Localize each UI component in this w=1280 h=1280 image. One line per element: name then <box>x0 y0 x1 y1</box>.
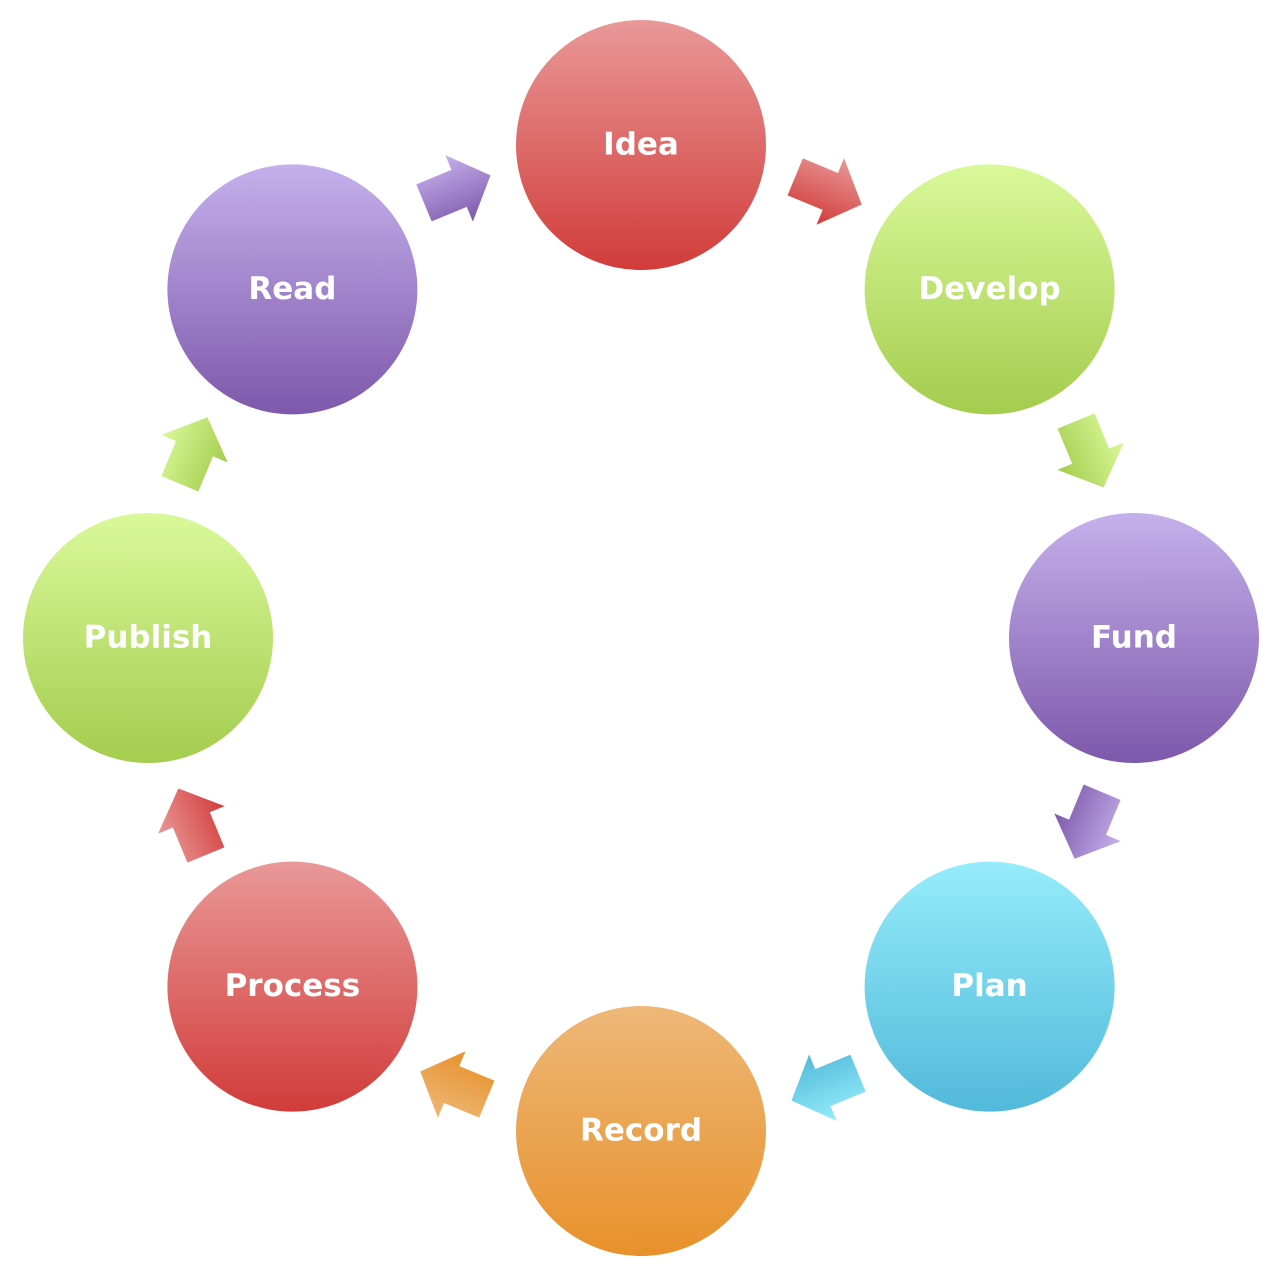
arrow-idea-to-develop-icon <box>787 158 862 225</box>
node-circle <box>864 164 1115 415</box>
arrow-read-to-idea-icon <box>416 155 491 222</box>
node-label: Publish <box>84 620 213 656</box>
cycle-node-process: Process <box>167 861 418 1112</box>
node-label: Record <box>580 1113 702 1149</box>
node-label: Fund <box>1091 620 1177 656</box>
arrow-publish-to-read-icon <box>161 417 228 492</box>
node-circle <box>167 861 418 1112</box>
node-label: Develop <box>919 271 1061 307</box>
cycle-node-develop: Develop <box>864 164 1115 415</box>
node-circle <box>864 861 1115 1112</box>
node-circle <box>516 1006 766 1256</box>
node-circle <box>1009 513 1259 763</box>
cycle-node-plan: Plan <box>864 861 1115 1112</box>
arrow-process-to-publish-icon <box>158 788 225 863</box>
node-label: Plan <box>951 968 1027 1004</box>
arrow-fund-to-plan-icon <box>1054 784 1121 859</box>
node-circle <box>516 20 766 270</box>
cycle-node-idea: Idea <box>516 20 766 270</box>
cycle-node-read: Read <box>167 164 418 415</box>
node-circle <box>23 513 273 763</box>
arrow-record-to-process-icon <box>420 1051 495 1118</box>
cycle-node-publish: Publish <box>23 513 273 763</box>
arrow-develop-to-fund-icon <box>1057 413 1124 488</box>
arrows-layer <box>158 155 1124 1121</box>
arrow-plan-to-record-icon <box>791 1054 866 1121</box>
cycle-node-fund: Fund <box>1009 513 1259 763</box>
node-label: Read <box>248 271 336 307</box>
cycle-node-record: Record <box>516 1006 766 1256</box>
node-label: Idea <box>603 127 679 163</box>
node-circle <box>167 164 418 415</box>
node-label: Process <box>225 968 361 1004</box>
